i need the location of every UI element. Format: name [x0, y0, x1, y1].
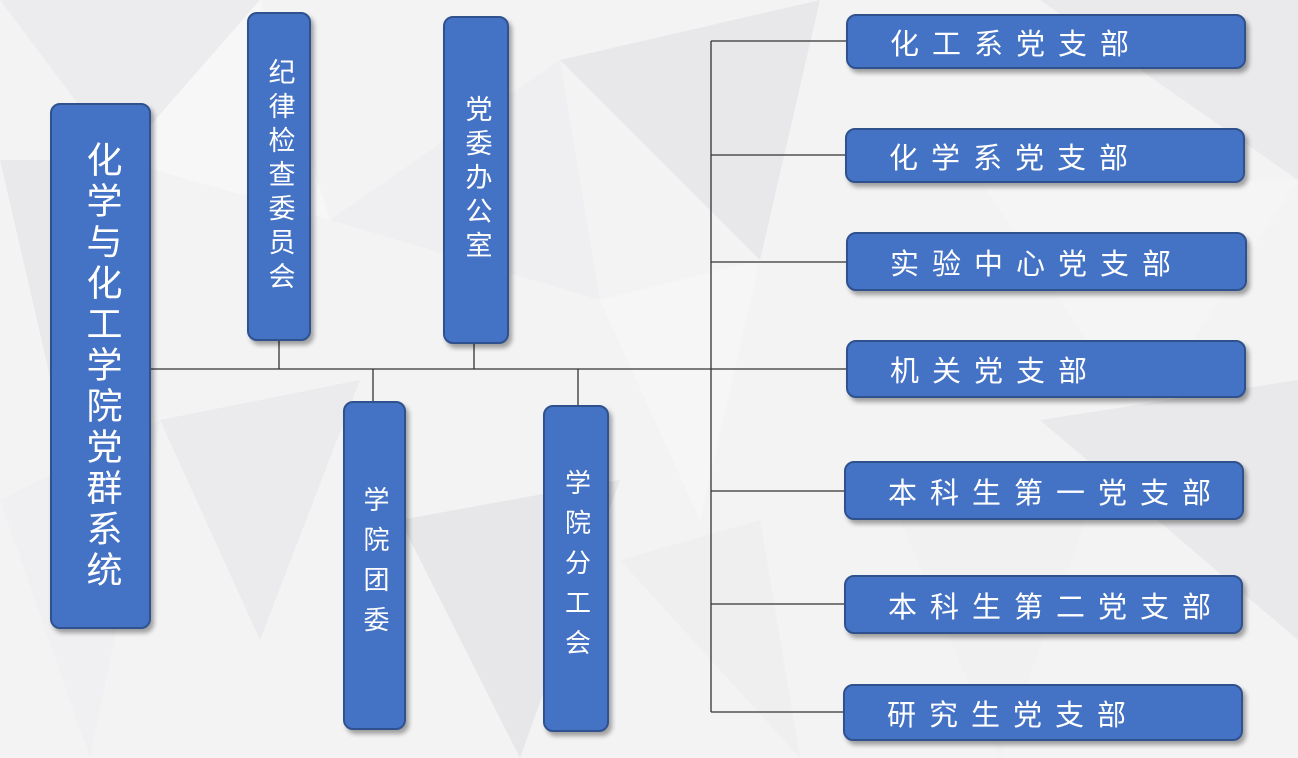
- branch-label: 化学系党支部: [889, 140, 1142, 175]
- party-office-label: 党委办公室: [460, 95, 492, 265]
- discipline-committee-node: 纪律检查委员会: [247, 12, 311, 341]
- root-label: 化学与化工学院党群系统: [80, 140, 122, 592]
- discipline-committee-label: 纪律检查委员会: [263, 57, 295, 296]
- branch-node: 研究生党支部: [843, 684, 1243, 741]
- branch-label: 化工系党支部: [890, 26, 1143, 61]
- branch-node: 化工系党支部: [846, 14, 1246, 69]
- branch-label: 机关党支部: [890, 354, 1101, 388]
- party-office-node: 党委办公室: [443, 16, 509, 344]
- branch-label: 研究生党支部: [887, 697, 1140, 732]
- labor-union-node: 学院分工会: [543, 405, 609, 732]
- youth-league-label: 学院团委: [359, 485, 389, 646]
- branch-node: 化学系党支部: [845, 128, 1245, 183]
- branch-label: 实验中心党支部: [890, 246, 1185, 281]
- youth-league-node: 学院团委: [343, 401, 406, 730]
- root-node: 化学与化工学院党群系统: [50, 103, 151, 629]
- branch-label: 本科生第二党支部: [888, 589, 1225, 624]
- branch-node: 本科生第一党支部: [844, 461, 1244, 520]
- branch-node: 本科生第二党支部: [844, 575, 1243, 634]
- branch-node: 实验中心党支部: [846, 232, 1247, 291]
- labor-union-label: 学院分工会: [560, 468, 591, 669]
- branch-label: 本科生第一党支部: [888, 475, 1225, 510]
- branch-node: 机关党支部: [846, 340, 1246, 398]
